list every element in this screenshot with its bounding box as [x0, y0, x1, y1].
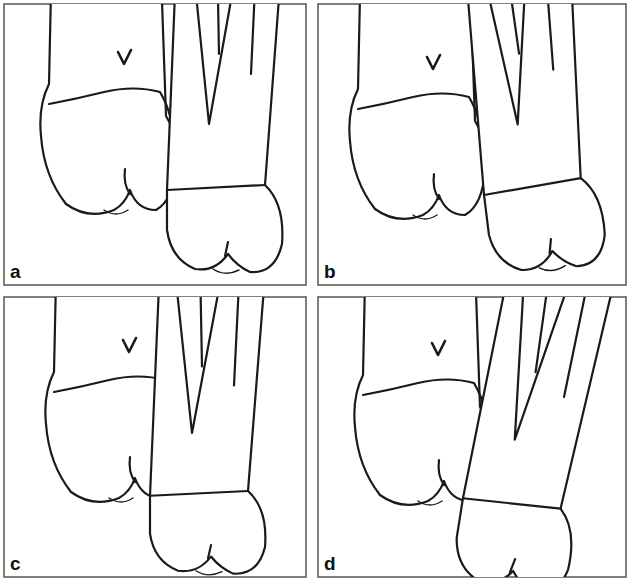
panel-letter: c — [10, 554, 21, 573]
panel-letter: a — [10, 262, 21, 281]
panel-letter: b — [324, 262, 336, 281]
panel-letter: d — [324, 554, 336, 573]
